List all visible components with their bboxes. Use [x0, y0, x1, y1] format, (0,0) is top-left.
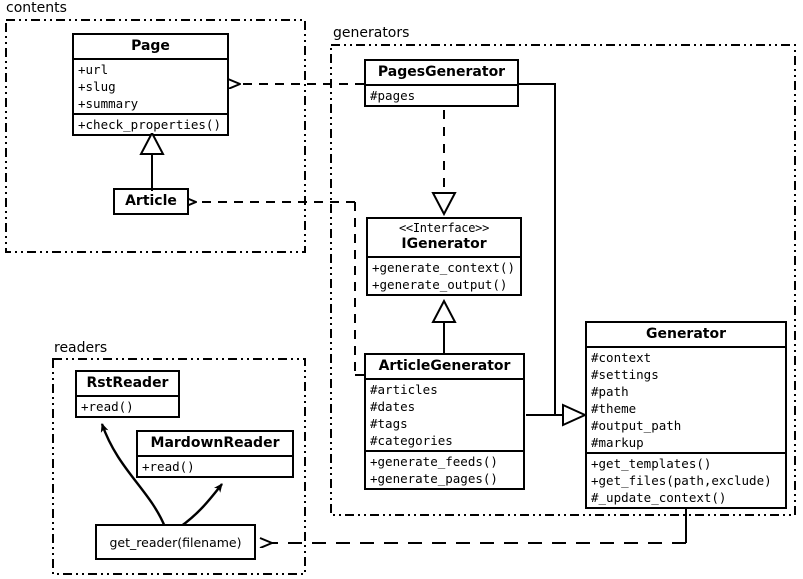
- class-page-name: Page: [131, 38, 170, 54]
- class-rstreader[interactable]: RstReader +read(): [75, 370, 180, 419]
- association-getreader-rstreader: [100, 423, 167, 528]
- method-row: +read(): [142, 459, 195, 475]
- generalization-to-generator: [519, 83, 588, 427]
- class-mardownreader-name: MardownReader: [150, 435, 280, 451]
- class-pagesgenerator-name: PagesGenerator: [377, 64, 506, 80]
- attribute-row: +summary: [78, 96, 139, 112]
- attribute-row: #settings: [591, 367, 659, 383]
- class-generator-attributes: #context #settings #path #theme #output_…: [587, 346, 785, 452]
- class-igenerator-methods: +generate_context() +generate_output(): [368, 255, 520, 294]
- package-label-readers: readers: [52, 340, 110, 356]
- class-articlegenerator-name: ArticleGenerator: [378, 358, 511, 374]
- package-border-contents: [5, 19, 306, 253]
- attribute-row: #tags: [370, 416, 408, 432]
- function-get-reader[interactable]: get_reader(filename): [95, 524, 256, 560]
- package-border-generators: [330, 44, 796, 516]
- method-row: +generate_pages(): [370, 471, 498, 487]
- attribute-row: #theme: [591, 401, 637, 417]
- class-article-name: Article: [125, 193, 177, 209]
- class-mardownreader[interactable]: MardownReader +read(): [136, 430, 294, 479]
- class-pagesgenerator[interactable]: PagesGenerator #pages: [364, 59, 519, 108]
- attribute-row: #context: [591, 350, 652, 366]
- attribute-row: #output_path: [591, 418, 682, 434]
- class-articlegenerator-methods: +generate_feeds() +generate_pages(): [366, 450, 523, 488]
- attribute-row: #categories: [370, 433, 453, 449]
- method-row: #_update_context(): [591, 490, 727, 506]
- class-generator-methods: +get_templates() +get_files(path,exclude…: [587, 452, 785, 507]
- class-page-attributes: +url +slug +summary: [74, 58, 227, 113]
- method-row: +get_files(path,exclude): [591, 473, 772, 489]
- package-border-readers: [52, 358, 306, 575]
- attribute-row: #dates: [370, 399, 416, 415]
- class-articlegenerator[interactable]: ArticleGenerator #articles #dates #tags …: [364, 353, 525, 491]
- class-article[interactable]: Article: [113, 188, 189, 216]
- class-generator[interactable]: Generator #context #settings #path #them…: [585, 321, 787, 510]
- class-articlegenerator-attributes: #articles #dates #tags #categories: [366, 378, 523, 450]
- attribute-row: #pages: [370, 88, 416, 104]
- package-label-generators: generators: [331, 25, 412, 41]
- attribute-row: #path: [591, 384, 629, 400]
- class-rstreader-name: RstReader: [86, 375, 169, 391]
- class-mardownreader-methods: +read(): [138, 455, 292, 476]
- class-igenerator[interactable]: <<Interface>> IGenerator +generate_conte…: [366, 217, 522, 296]
- attribute-row: #markup: [591, 435, 644, 451]
- class-rstreader-methods: +read(): [77, 395, 178, 416]
- method-row: +get_templates(): [591, 456, 712, 472]
- class-generator-name: Generator: [645, 326, 726, 342]
- method-row: +check_properties(): [78, 117, 221, 133]
- class-page-methods: +check_properties(): [74, 113, 227, 134]
- attribute-row: +url: [78, 62, 109, 78]
- class-igenerator-title: IGenerator: [401, 235, 487, 252]
- method-row: +generate_context(): [372, 259, 515, 275]
- method-row: +generate_feeds(): [370, 454, 498, 470]
- attribute-row: #articles: [370, 382, 438, 398]
- class-igenerator-name: <<Interface>> IGenerator: [368, 219, 520, 256]
- package-label-contents: contents: [4, 0, 69, 16]
- association-getreader-mardownreader: [179, 483, 223, 528]
- generalization-articlegenerator-igenerator: [431, 298, 457, 353]
- generalization-article-page: [139, 133, 165, 191]
- realization-pagesgenerator-igenerator: [431, 110, 457, 217]
- method-row: +generate_output(): [372, 276, 508, 292]
- dependency-articlegenerator-article: [196, 202, 366, 376]
- class-pagesgenerator-attributes: #pages: [366, 84, 517, 105]
- method-row: +read(): [81, 399, 134, 415]
- class-igenerator-stereotype: <<Interface>>: [398, 221, 490, 235]
- function-get-reader-label: get_reader(filename): [109, 534, 242, 550]
- attribute-row: +slug: [78, 79, 116, 95]
- class-page[interactable]: Page +url +slug +summary +check_properti…: [72, 33, 229, 137]
